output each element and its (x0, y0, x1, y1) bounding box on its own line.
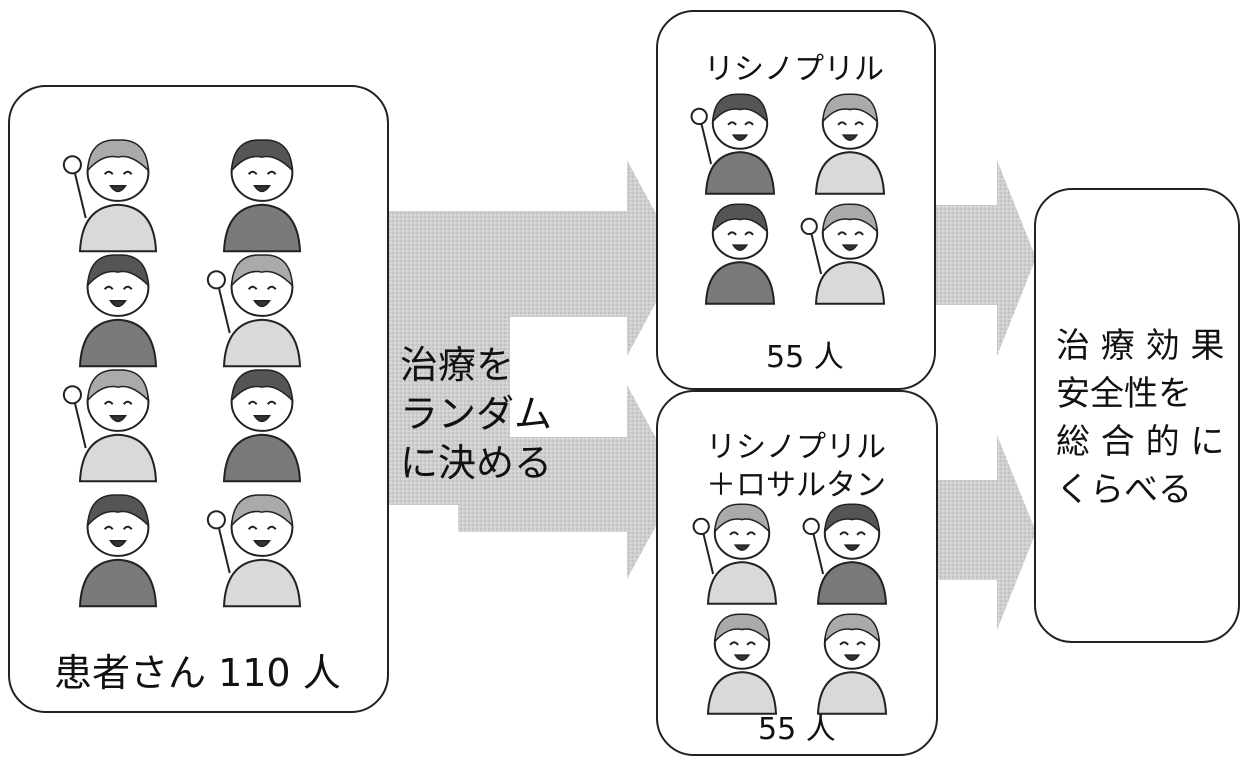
group-lisinopril-title: リシノプリル (704, 52, 884, 87)
outcome-line-3: 総 合 的 に (1056, 422, 1225, 462)
outcome-box: 治 療 効 果 安全性を 総 合 的 に くらべる (1034, 188, 1240, 643)
randomize-line-1: 治療を (400, 343, 515, 387)
patients-label: 患者さん 110 人 (54, 651, 341, 695)
child-illustration-icon (78, 494, 158, 608)
child-illustration-icon (206, 494, 302, 608)
outcome-line-1: 治 療 効 果 (1056, 326, 1225, 366)
upper-result-arrow (930, 160, 1036, 356)
outcome-line-2: 安全性を (1056, 374, 1192, 414)
child-illustration-icon (206, 254, 302, 368)
group-combo-count: 55 人 (758, 712, 836, 747)
child-illustration-icon (222, 139, 302, 253)
outcome-line-4: くらべる (1056, 470, 1192, 510)
child-illustration-icon (704, 203, 776, 305)
randomize-line-3: に決める (400, 441, 553, 485)
child-illustration-icon (78, 254, 158, 368)
child-illustration-icon (62, 369, 158, 483)
child-illustration-icon (706, 613, 778, 715)
group-combo-title-2: ＋ロサルタン (706, 468, 886, 503)
child-illustration-icon (690, 93, 776, 195)
child-illustration-icon (692, 503, 778, 605)
lower-result-arrow (930, 435, 1036, 630)
randomize-line-2: ランダム (400, 392, 553, 436)
child-illustration-icon (816, 613, 888, 715)
child-illustration-icon (814, 93, 886, 195)
group-lisinopril-box: リシノプリル 55 人 (656, 10, 936, 390)
group-lisinopril-count: 55 人 (766, 340, 844, 375)
group-combo-box: リシノプリル ＋ロサルタン 55 人 (656, 390, 938, 756)
split-arrow-body (388, 160, 680, 579)
child-illustration-icon (800, 203, 886, 305)
child-illustration-icon (222, 369, 302, 483)
group-combo-title-1: リシノプリル (706, 430, 886, 465)
child-illustration-icon (62, 139, 158, 253)
child-illustration-icon (802, 503, 888, 605)
